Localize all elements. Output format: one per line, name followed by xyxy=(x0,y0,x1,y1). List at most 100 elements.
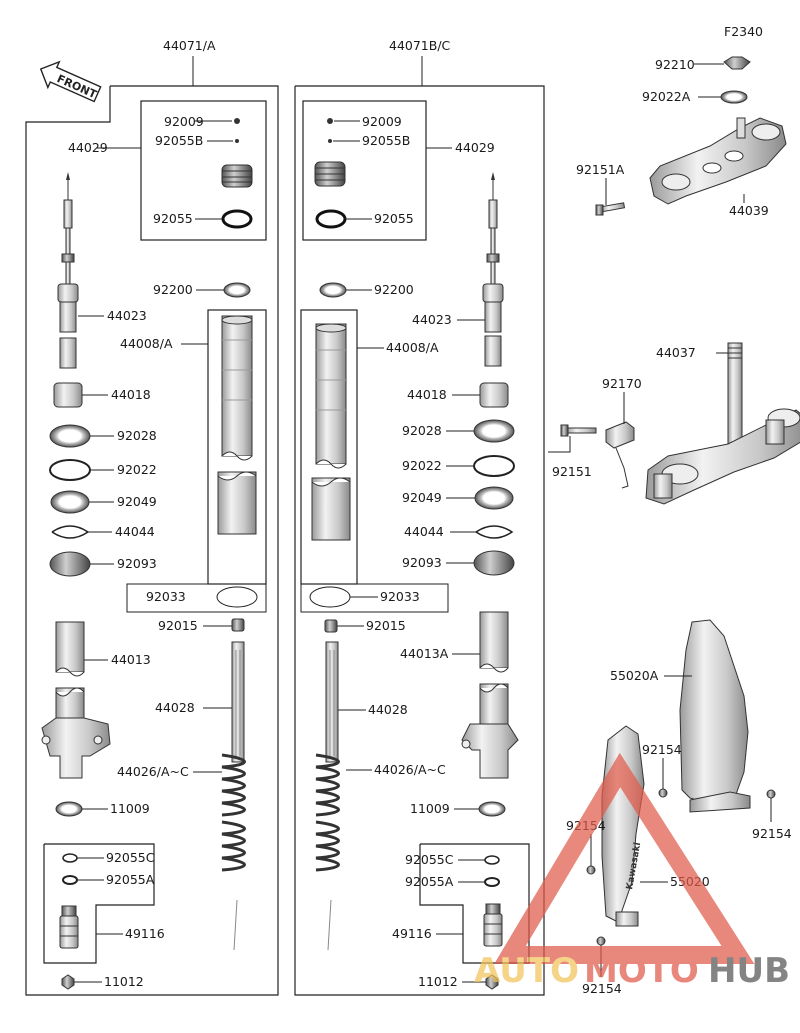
part-label: 92009 xyxy=(362,114,402,129)
bolt-icon xyxy=(596,936,606,946)
right-assembly-label: 44071B/C xyxy=(389,38,451,53)
left-fork-leg: 44071/A xyxy=(25,38,279,996)
bolt-icon xyxy=(586,865,596,875)
inner-tube-icon xyxy=(217,315,257,535)
part-label: 92093 xyxy=(117,556,157,571)
right-fork-leg: 44071B/C xyxy=(294,38,545,996)
oil-seal-icon xyxy=(50,490,90,514)
outer-tube-icon xyxy=(41,621,111,779)
part-label: 92154 xyxy=(752,826,792,841)
washer-icon xyxy=(49,459,91,481)
part-label: 92009 xyxy=(164,114,204,129)
watermark-hub: HUB xyxy=(708,951,790,991)
o-ring-small-icon xyxy=(484,877,500,887)
part-label: 92028 xyxy=(402,423,442,438)
part-label: 44028 xyxy=(368,702,408,717)
washer-icon xyxy=(55,801,83,817)
o-ring-small-icon xyxy=(235,139,239,143)
outer-tube-icon xyxy=(461,611,519,779)
o-ring-small-icon xyxy=(328,139,332,143)
part-label: 92200 xyxy=(153,282,193,297)
damper-rod-icon xyxy=(57,172,79,369)
circlip-icon xyxy=(475,525,514,539)
part-label: 11012 xyxy=(418,974,458,989)
bolt-icon xyxy=(658,788,668,798)
o-ring-small-icon xyxy=(62,853,78,863)
part-label: 92022A xyxy=(642,89,691,104)
part-label: 92049 xyxy=(402,490,442,505)
bolt-icon xyxy=(766,789,776,799)
part-label: 44008/A xyxy=(120,336,173,351)
bolt-icon xyxy=(560,424,597,437)
part-label: 92200 xyxy=(374,282,414,297)
part-label: 92055B xyxy=(155,133,203,148)
fork-guard-icon: Kawasaki xyxy=(601,725,645,927)
part-label: 92210 xyxy=(655,57,695,72)
part-label: 92055C xyxy=(106,850,155,865)
part-label: 92154 xyxy=(582,981,622,996)
part-label: 44008/A xyxy=(386,340,439,355)
dust-seal-icon xyxy=(49,551,91,577)
upper-clamp-icon xyxy=(649,117,787,205)
guide-bushing-icon xyxy=(49,424,91,448)
bushing-icon xyxy=(53,382,83,408)
part-label: 44026/A~C xyxy=(117,764,189,779)
o-ring-icon xyxy=(315,209,347,229)
part-label: 92033 xyxy=(146,589,186,604)
o-ring-small-icon xyxy=(484,855,500,865)
part-label: 44023 xyxy=(107,308,147,323)
triple-clamp-group: 92210 92022A 92151A 44039 44037 92170 92… xyxy=(548,56,800,505)
part-label: 92049 xyxy=(117,494,157,509)
washer-icon xyxy=(319,282,347,298)
bushing-icon xyxy=(479,382,509,408)
part-label: 44044 xyxy=(115,524,155,539)
fork-guard-icon xyxy=(679,619,751,813)
steering-nut-icon xyxy=(723,56,751,70)
part-label: 44028 xyxy=(155,700,195,715)
part-label: 92151 xyxy=(552,464,592,479)
steering-stem-icon xyxy=(645,342,800,505)
valve-cap-icon xyxy=(221,164,253,188)
dust-seal-icon xyxy=(473,550,515,576)
watermark-triangle-icon xyxy=(494,752,755,964)
part-label: 92028 xyxy=(117,428,157,443)
nut-icon xyxy=(324,619,338,633)
part-label: 55020A xyxy=(610,668,659,683)
part-label: 92055 xyxy=(374,211,414,226)
diagram-code: F2340 xyxy=(724,24,763,39)
nut-icon xyxy=(485,974,499,990)
washer-icon xyxy=(478,801,506,817)
part-label: 44018 xyxy=(111,387,151,402)
part-label: 92033 xyxy=(380,589,420,604)
fork-spring-icon xyxy=(221,753,246,951)
part-label: 44018 xyxy=(407,387,447,402)
part-label: 49116 xyxy=(125,926,165,941)
part-label: 11009 xyxy=(410,801,450,816)
part-label: 92154 xyxy=(642,742,682,757)
part-label: 11012 xyxy=(104,974,144,989)
valve-body-icon xyxy=(483,903,503,947)
part-label: 92093 xyxy=(402,555,442,570)
clamp-bracket-icon xyxy=(605,421,635,489)
part-label: 92151A xyxy=(576,162,625,177)
nut-icon xyxy=(61,974,75,990)
circlip-icon xyxy=(51,525,90,539)
washer-icon xyxy=(473,455,515,477)
part-label: 44026/A~C xyxy=(374,762,446,777)
part-label: 11009 xyxy=(110,801,150,816)
damper-tube-icon xyxy=(325,641,339,763)
o-ring-icon xyxy=(309,586,351,608)
part-label: 92015 xyxy=(366,618,406,633)
part-label: 44037 xyxy=(656,345,696,360)
watermark-moto: MOTO xyxy=(584,951,699,991)
valve-cap-icon xyxy=(314,161,346,187)
part-label: 92055A xyxy=(106,872,155,887)
o-ring-icon xyxy=(216,586,258,608)
inner-tube-icon xyxy=(311,323,351,541)
part-label: 44013A xyxy=(400,646,449,661)
o-ring-icon xyxy=(221,209,253,229)
bolt-icon xyxy=(595,202,626,216)
part-label: 92022 xyxy=(402,458,442,473)
screw-icon xyxy=(234,118,240,124)
